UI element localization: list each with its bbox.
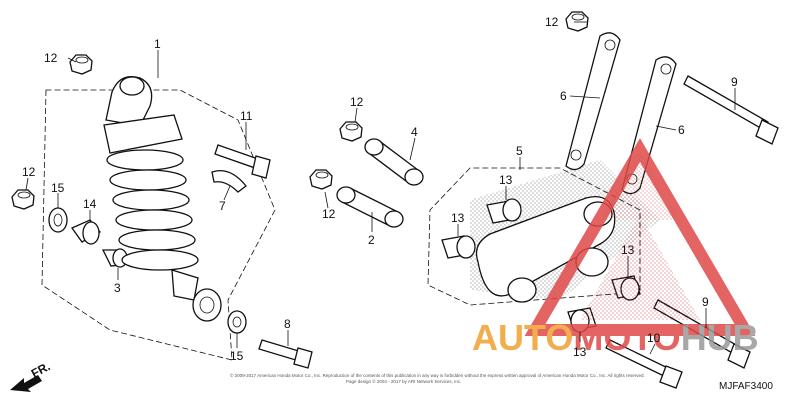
front-direction-arrow-icon: FR. (10, 359, 52, 392)
washer-icon[interactable] (48, 207, 68, 233)
callout-15[interactable]: 15 (230, 349, 244, 363)
callout-1[interactable]: 1 (154, 37, 161, 51)
callout-7[interactable]: 7 (219, 199, 226, 213)
callout-5[interactable]: 5 (516, 144, 523, 158)
bolt-icon[interactable] (605, 339, 683, 389)
callout-12[interactable]: 12 (44, 51, 58, 65)
bearing-icon[interactable] (486, 198, 522, 224)
watermark: AUTOMOTOHUB (472, 138, 759, 358)
shock-group (11, 54, 313, 369)
callout-13[interactable]: 13 (621, 243, 635, 257)
callout-11[interactable]: 11 (240, 109, 253, 123)
collar-long-icon[interactable] (336, 186, 404, 228)
front-direction-label: FR. (29, 359, 53, 380)
svg-text:AUTOMOTOHUB: AUTOMOTOHUB (472, 317, 759, 358)
callout-15[interactable]: 15 (51, 181, 65, 195)
callout-10[interactable]: 10 (647, 331, 661, 345)
nut-icon[interactable] (69, 54, 93, 75)
copyright-line-1: © 2009-2017 American Honda Motor Co., In… (230, 372, 645, 378)
watermark-auto: AUTO (472, 317, 573, 358)
watermark-hub: HUB (681, 317, 759, 358)
nut-icon[interactable] (565, 11, 589, 32)
callout-9[interactable]: 9 (731, 75, 738, 89)
collar-group (309, 121, 424, 228)
callout-12[interactable]: 12 (545, 15, 559, 29)
washer-icon[interactable] (227, 310, 247, 334)
callout-13[interactable]: 13 (451, 211, 465, 225)
callout-8[interactable]: 8 (284, 317, 291, 331)
callout-12[interactable]: 12 (322, 207, 336, 221)
bushing-icon[interactable] (71, 219, 102, 245)
callout-3[interactable]: 3 (114, 281, 121, 295)
bearing-icon[interactable] (441, 235, 476, 259)
callout-6[interactable]: 6 (678, 123, 685, 137)
callout-14[interactable]: 14 (83, 197, 97, 211)
watermark-moto: MOTO (573, 317, 680, 358)
callout-2[interactable]: 2 (368, 233, 375, 247)
callout-12[interactable]: 12 (350, 95, 364, 109)
bolt-icon[interactable] (214, 144, 271, 179)
callout-6[interactable]: 6 (560, 89, 567, 103)
tie-plate-icon[interactable] (565, 32, 621, 171)
nut-icon[interactable] (11, 189, 35, 210)
diagram-code: MJFAF3400 (719, 381, 773, 392)
bolt-icon[interactable] (683, 75, 779, 145)
callout-9[interactable]: 9 (702, 295, 709, 309)
shock-absorber-icon[interactable] (103, 75, 222, 322)
bolt-icon[interactable] (258, 339, 313, 369)
callout-13[interactable]: 13 (573, 345, 587, 359)
callout-4[interactable]: 4 (411, 125, 418, 139)
clip-icon[interactable] (211, 169, 247, 193)
nut-icon[interactable] (309, 169, 333, 190)
collar-long-icon[interactable] (364, 138, 424, 186)
callout-12[interactable]: 12 (22, 165, 36, 179)
callouts: 12 1 12 15 14 3 11 7 15 8 12 12 4 2 5 12… (22, 15, 738, 363)
callout-13[interactable]: 13 (499, 173, 513, 187)
copyright-line-2: Page design © 2004 - 2017 by ARI Network… (346, 378, 461, 384)
leader-lines (25, 21, 736, 355)
nut-icon[interactable] (339, 121, 363, 142)
